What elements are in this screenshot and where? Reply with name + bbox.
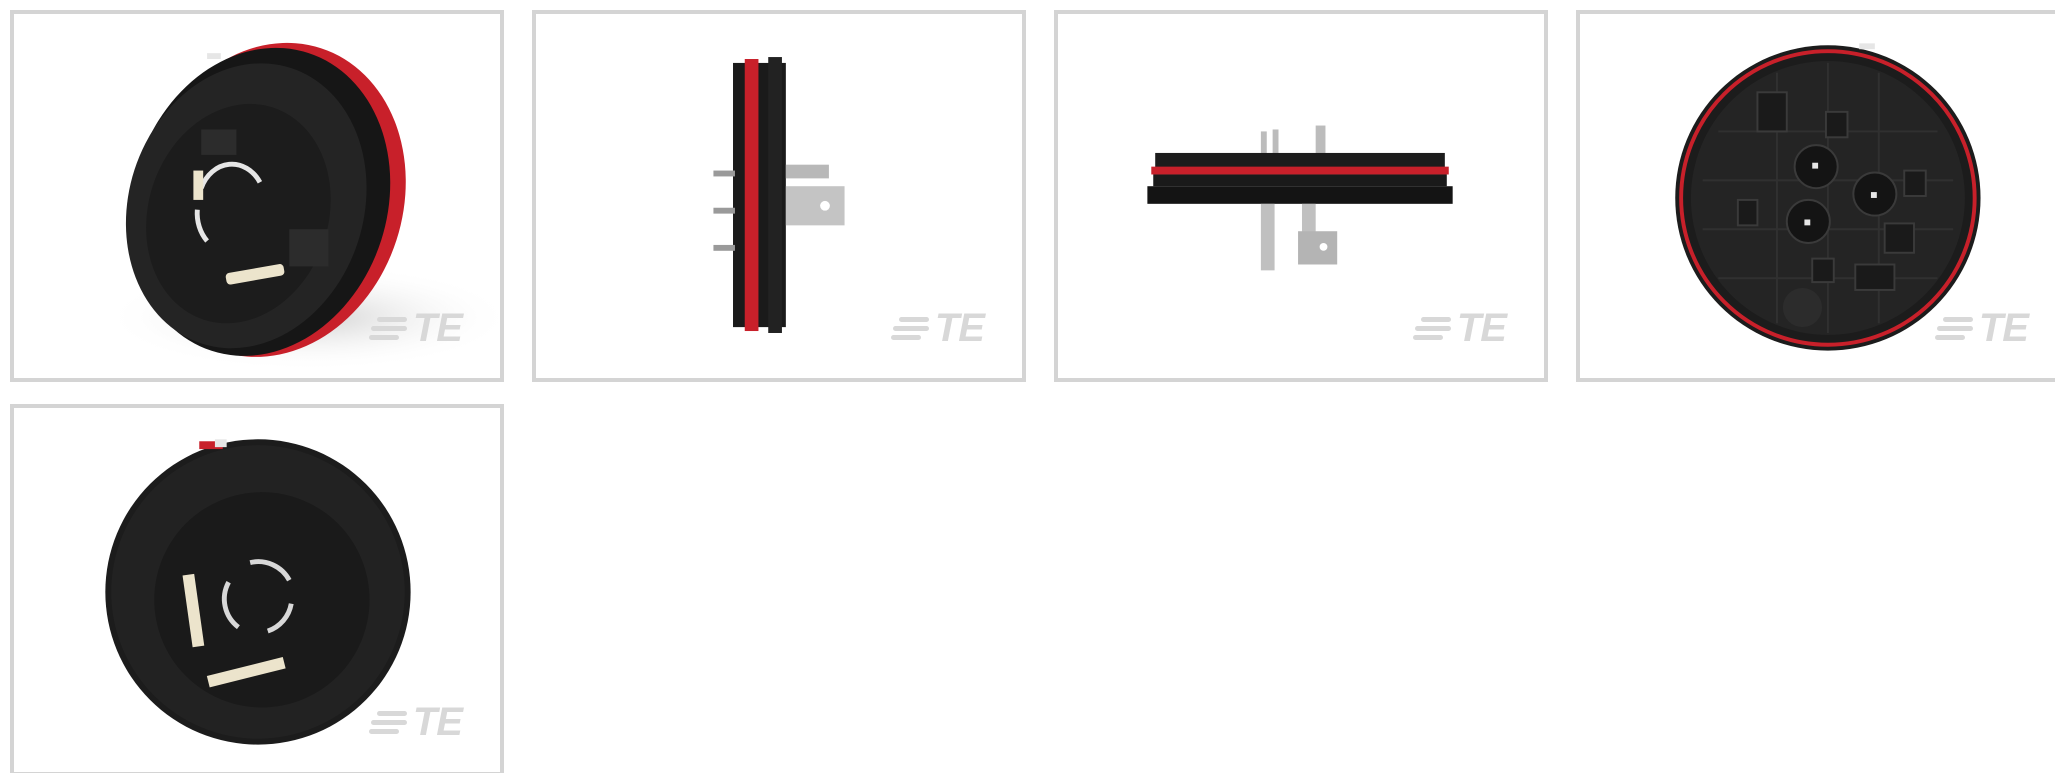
te-logo-bars-icon xyxy=(1412,315,1451,342)
te-logo-bars-icon xyxy=(368,315,407,342)
te-logo-text: TE xyxy=(1978,306,2029,350)
thumbnail-side-view[interactable]: TE xyxy=(532,10,1026,382)
thumbnail-front-view[interactable]: TE xyxy=(10,404,504,773)
te-logo-text: TE xyxy=(412,306,463,350)
thumbnail-isometric-front-view[interactable]: TE xyxy=(10,10,504,382)
te-logo-bars-icon xyxy=(890,315,929,342)
thumbnail-top-view[interactable]: TE xyxy=(1054,10,1548,382)
connector-front-image xyxy=(105,439,411,745)
thumbnail-back-view[interactable]: TE xyxy=(1576,10,2055,382)
te-logo-watermark: TE xyxy=(368,306,463,350)
te-logo-text: TE xyxy=(934,306,985,350)
te-logo-watermark: TE xyxy=(890,306,985,350)
connector-back-image xyxy=(1675,43,1981,351)
te-logo-text: TE xyxy=(412,700,463,744)
connector-top-image xyxy=(1147,125,1453,271)
te-logo-text: TE xyxy=(1456,306,1507,350)
te-logo-watermark: TE xyxy=(368,700,463,744)
connector-side-image xyxy=(713,57,845,333)
te-logo-watermark: TE xyxy=(1934,306,2029,350)
te-logo-bars-icon xyxy=(1934,315,1973,342)
te-logo-watermark: TE xyxy=(1412,306,1507,350)
connector-isometric-image xyxy=(103,42,500,372)
te-logo-bars-icon xyxy=(368,709,407,736)
